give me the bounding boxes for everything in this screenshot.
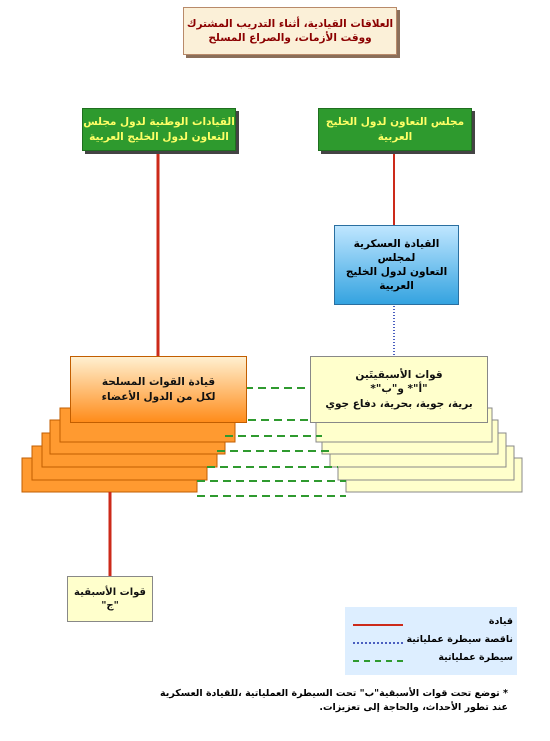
gcc-military-command-line-2: لمجلس: [377, 251, 416, 264]
national-commands-line-1: القيادات الوطنية لدول مجلس: [83, 116, 235, 129]
forces-c-line-1: قوات الأسبقية: [74, 586, 146, 598]
gcc-council-line-1: مجلس التعاون لدول الخليج: [325, 116, 465, 129]
legend-swatch-incomplete-control: [353, 642, 403, 644]
operational-control-lines: [197, 387, 346, 497]
national-commands-line-2: التعاون لدول الخليج العربية: [89, 130, 229, 143]
legend-label-operational-control: سيطرة عملياتية: [438, 652, 513, 663]
legend-item-command: قيادة: [353, 616, 513, 632]
armed-forces-command-line-1: قيادة القوات المسلحة: [101, 376, 216, 389]
legend-item-operational-control: سيطرة عملياتية: [353, 652, 513, 668]
forces-ab-line-3: برية، جوية، بحرية، دفاع جوي: [325, 397, 473, 410]
forces-c-line-2: "ج": [101, 600, 119, 611]
legend-label-command: قيادة: [488, 616, 513, 627]
footnote-line-1: * توضع تحت قوات الأسبقية"ب" تحت السيطرة …: [160, 688, 508, 699]
title-line-1: العلاقات القيادية، أثناء التدريب المشترك: [186, 17, 394, 30]
gcc-military-command-line-1: القيادة العسكرية: [353, 237, 440, 250]
gcc-military-command-line-3: التعاون لدول الخليج: [345, 266, 448, 278]
gcc-council-line-2: العربية: [377, 130, 413, 143]
title-line-2: ووقت الأزمات، والصراع المسلح: [208, 32, 372, 44]
legend-swatch-command: [353, 624, 403, 626]
diagram-title: العلاقات القيادية، أثناء التدريب المشترك…: [183, 7, 397, 55]
gcc-council-box: مجلس التعاون لدول الخليج العربية: [318, 108, 472, 151]
gcc-military-command-box: القيادة العسكرية لمجلس التعاون لدول الخل…: [334, 225, 459, 305]
armed-forces-command-box: قيادة القوات المسلحة لكل من الدول الأعضا…: [70, 356, 247, 423]
national-commands-box: القيادات الوطنية لدول مجلس التعاون لدول …: [82, 108, 236, 151]
legend-label-incomplete-control: ناقصة سيطرة عملياتية: [406, 634, 513, 645]
legend-swatch-operational-control: [353, 660, 403, 662]
forces-ab-line-2: "أ"* و"ب"*: [370, 383, 428, 396]
footnote-line-2: عند تطور الأحداث، والحاجة إلى تعزيزات.: [319, 701, 508, 713]
forces-ab-box: قوات الأسبقيتَين "أ"* و"ب"* برية، جوية، …: [310, 356, 488, 423]
gcc-military-command-line-4: العربية: [379, 280, 414, 293]
forces-c-box: قوات الأسبقية "ج": [67, 576, 153, 622]
footnote: * توضع تحت قوات الأسبقية"ب" تحت السيطرة …: [160, 687, 508, 715]
legend-item-incomplete-control: ناقصة سيطرة عملياتية: [353, 634, 513, 650]
legend: قيادة ناقصة سيطرة عملياتية سيطرة عملياتي…: [345, 607, 517, 675]
forces-ab-line-1: قوات الأسبقيتَين: [355, 369, 443, 382]
armed-forces-command-line-2: لكل من الدول الأعضاء: [101, 390, 216, 403]
